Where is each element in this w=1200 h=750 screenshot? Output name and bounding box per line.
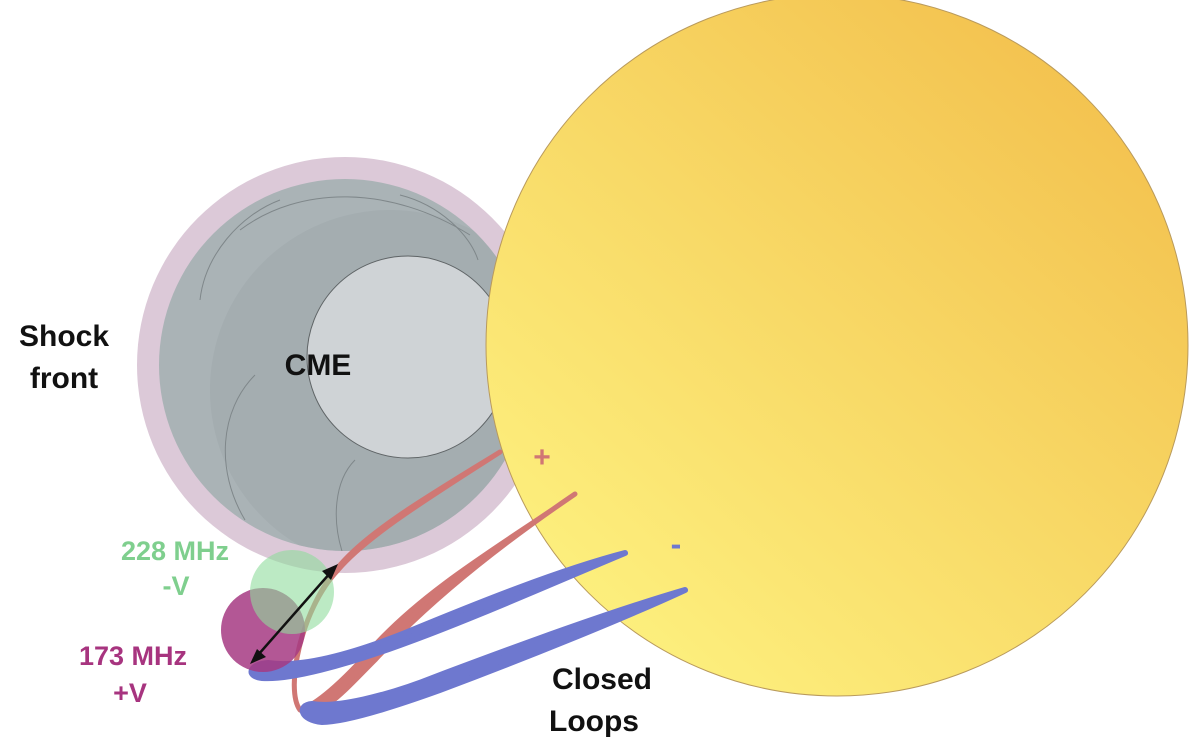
sun — [485, 0, 1189, 697]
blue-loop-outer — [299, 587, 688, 725]
shock-front-label-line1: Shock — [19, 320, 109, 353]
source-228mhz — [250, 550, 334, 634]
cme-label: CME — [285, 349, 352, 382]
plus-polarity-sign: + — [533, 441, 551, 474]
freq-228-polarization: -V — [163, 571, 190, 601]
closed-loops-label-line1: Closed — [552, 663, 652, 696]
separation-arrow — [250, 564, 338, 664]
freq-173-polarization: +V — [113, 678, 147, 708]
closed-loops-label-line2: Loops — [549, 705, 639, 738]
freq-173-label: 173 MHz — [79, 641, 187, 671]
freq-228-label: 228 MHz — [121, 536, 229, 566]
shock-front-label-line2: front — [30, 362, 98, 395]
minus-polarity-sign: - — [671, 526, 682, 562]
